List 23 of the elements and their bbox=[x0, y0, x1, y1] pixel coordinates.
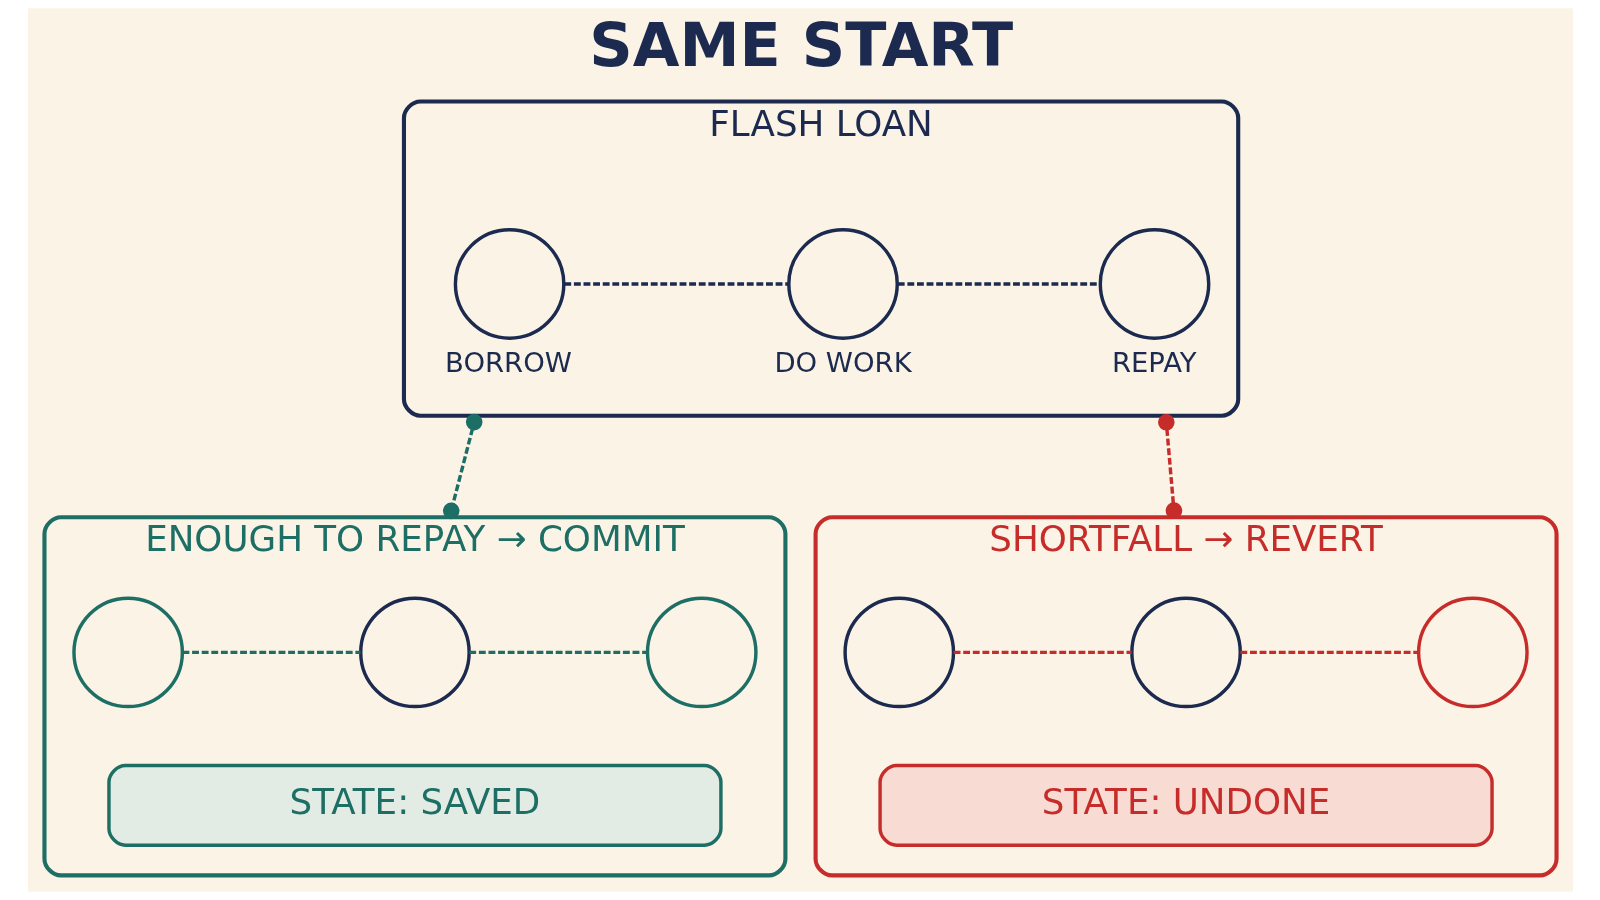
node-circle bbox=[842, 596, 955, 709]
connector bbox=[953, 650, 1132, 655]
connector bbox=[442, 413, 482, 520]
connector bbox=[468, 650, 647, 655]
node-circle bbox=[645, 596, 758, 709]
connector bbox=[1157, 413, 1182, 519]
node-box: STATE: UNDONE bbox=[877, 763, 1494, 847]
node-circle bbox=[1098, 228, 1210, 340]
node-label: BORROW bbox=[444, 346, 572, 378]
connector bbox=[1239, 650, 1418, 655]
diagram-title: SAME START bbox=[588, 10, 1013, 81]
node-circle bbox=[786, 228, 899, 340]
node-circle bbox=[71, 596, 184, 709]
node-label: REPAY bbox=[1111, 346, 1197, 378]
connector bbox=[897, 282, 1100, 286]
connector bbox=[563, 282, 789, 286]
node-label: DO WORK bbox=[773, 346, 912, 378]
connector bbox=[182, 650, 360, 655]
node-circle bbox=[1129, 596, 1242, 709]
node-box: STATE: SAVED bbox=[106, 763, 723, 847]
node-circle bbox=[358, 596, 471, 709]
node-circle bbox=[453, 228, 566, 340]
node-circle bbox=[1416, 596, 1529, 709]
